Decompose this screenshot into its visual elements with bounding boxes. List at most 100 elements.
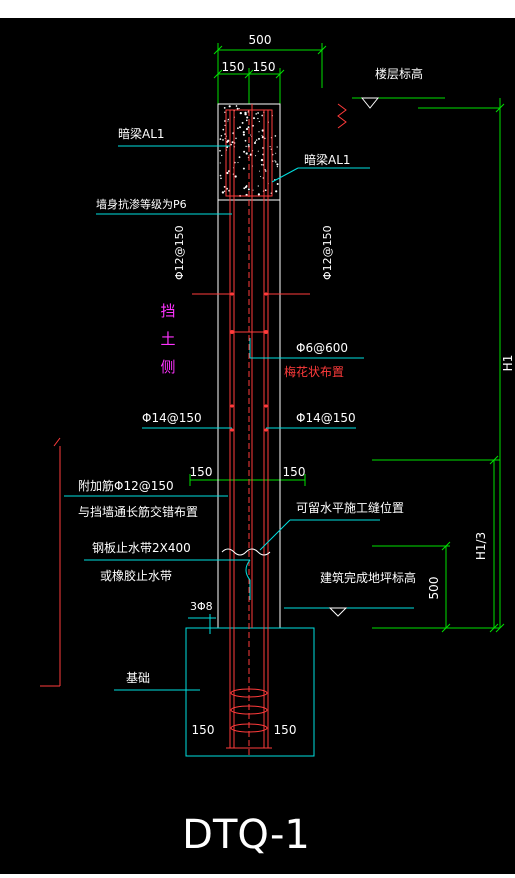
hatch-dot — [258, 131, 260, 133]
hatch-dot — [226, 187, 228, 190]
hatch-dot — [255, 113, 257, 115]
leader-lines — [64, 145, 414, 691]
footing-outline — [185, 627, 315, 757]
left-range-marker — [40, 437, 61, 687]
hatch-dot — [219, 162, 221, 164]
svg-text:挡: 挡 — [160, 302, 175, 320]
hatch-dot — [245, 152, 248, 155]
hatch-dot — [244, 111, 247, 115]
hatch-dot — [276, 165, 279, 168]
hatch-dot — [244, 186, 247, 189]
drawing-title: DTQ-1 — [182, 812, 310, 858]
hatch-dot — [249, 153, 253, 156]
hatch-dot — [224, 137, 226, 139]
hatch-dot — [221, 154, 223, 157]
hatch-dot — [261, 114, 264, 117]
svg-text:侧: 侧 — [160, 358, 175, 376]
hatch-dot — [257, 112, 259, 114]
hatch-dot — [252, 189, 254, 191]
floor-level-symbol — [360, 97, 380, 109]
hatch-dot — [276, 182, 279, 186]
label-hidden-beam-left: 暗梁AL1 — [118, 126, 165, 141]
hatch-dot — [262, 147, 264, 149]
label-hbar-left: Φ14@150 — [142, 411, 202, 425]
hatch-dot — [255, 155, 257, 157]
dim-height-third: H1/3 — [474, 532, 488, 560]
hatch-dot — [243, 150, 246, 153]
hatch-dot — [257, 193, 261, 196]
hatch-dot — [245, 145, 247, 148]
hatch-dot — [276, 146, 278, 148]
dim-right-half: 150 — [253, 60, 276, 74]
hatch-dot — [228, 105, 231, 108]
hatch-dot — [245, 119, 248, 122]
hatch-dot — [234, 175, 237, 178]
hatch-dot — [253, 117, 255, 120]
hatch-dot — [257, 117, 259, 120]
hatch-dot — [227, 118, 230, 121]
label-stirrup: 3Φ8 — [190, 600, 213, 613]
hatch-dot — [246, 185, 248, 187]
dim-lap-right: 150 — [283, 465, 306, 479]
dim-footing-right: 150 — [274, 723, 297, 737]
hatch-dot — [224, 120, 226, 122]
waterstop-symbol — [221, 548, 271, 556]
hatch-dot — [236, 107, 239, 110]
hatch-dot — [238, 107, 240, 110]
hatch-dot — [257, 150, 259, 152]
dimension-lines — [189, 43, 505, 633]
hatch-dot — [275, 152, 277, 154]
label-vbar-right: Φ12@150 — [321, 225, 334, 280]
hatch-dot — [275, 161, 277, 163]
dim-lap-left: 150 — [190, 465, 213, 479]
hatch-dot — [238, 126, 242, 129]
label-vbar-left: Φ12@150 — [173, 225, 186, 280]
hatch-dot — [235, 137, 237, 140]
hatch-dot — [261, 135, 265, 139]
label-additional-bar-2: 与挡墙通长筋交错布置 — [78, 504, 198, 519]
hatch-dot — [245, 128, 249, 131]
label-tie-layout: 梅花状布置 — [284, 364, 344, 379]
hatch-dot — [264, 189, 267, 192]
label-construction-joint: 可留水平施工缝位置 — [296, 500, 404, 515]
hatch-dot — [223, 107, 226, 109]
label-finished-floor: 建筑完成地坪标高 — [320, 570, 416, 585]
retaining-side-label: 挡 土 侧 — [160, 302, 175, 376]
rebar-dots — [230, 292, 268, 432]
hatch-dot — [221, 191, 225, 194]
hatch-dot — [260, 175, 262, 178]
hatch-dot — [258, 170, 261, 172]
hatch-dot — [247, 126, 250, 129]
hatch-dot — [223, 190, 226, 192]
hatch-dot — [253, 141, 257, 145]
hatch-dot — [250, 134, 252, 136]
dim-total-width: 500 — [249, 33, 272, 47]
hatch-dot — [219, 138, 222, 141]
hatch-dot — [238, 156, 241, 159]
dim-waterstop-height: 500 — [427, 577, 441, 600]
hatch-dot — [242, 133, 245, 136]
hatch-dot — [260, 164, 263, 166]
hatch-dot — [246, 116, 249, 119]
hatch-dot — [223, 185, 226, 188]
svg-text:土: 土 — [160, 330, 175, 348]
hatch-dot — [254, 140, 256, 142]
hatch-dot — [224, 111, 226, 113]
rebar — [192, 104, 310, 756]
hatch-dot — [235, 105, 238, 107]
hatch-dot — [243, 187, 246, 190]
hatch-dot — [219, 174, 222, 177]
dim-left-half: 150 — [222, 60, 245, 74]
hatch-dot — [232, 141, 234, 143]
finished-floor-symbol — [328, 607, 348, 617]
hatch-dot — [239, 111, 242, 115]
hatch-dot — [274, 160, 276, 162]
hatch-dot — [261, 129, 264, 132]
hatch-dot — [274, 135, 277, 137]
hatch-dot — [237, 162, 239, 164]
label-hidden-beam-right: 暗梁AL1 — [304, 152, 351, 167]
label-waterstop-2: 或橡胶止水带 — [100, 568, 172, 583]
label-foundation: 基础 — [126, 671, 150, 685]
hatch-dot — [220, 135, 223, 137]
